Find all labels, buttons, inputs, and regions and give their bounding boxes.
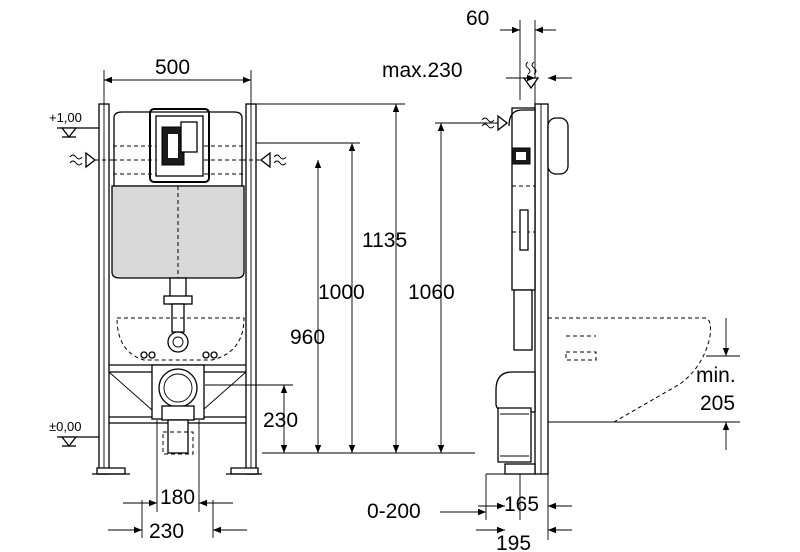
level-marker-top: +1,00 [49,110,99,139]
dim-min205-line1: min. [696,364,736,387]
dim-0-200-label: 0-200 [367,500,421,523]
dim-1000-label: 1000 [318,281,365,304]
dim-195-label: 195 [496,532,531,552]
dim-1135-label: 1135 [362,229,407,252]
side-drain-bend [495,371,536,463]
water-inlet-right-icon [242,151,287,169]
front-view: +1,00 ±0,00 500 [49,56,500,543]
dim-height-1000: 1000 [318,143,365,453]
mounting-bolts [140,351,218,359]
dim-width-230: 230 [108,500,247,543]
dim-max230-label: max.230 [382,59,463,82]
dim-max230: max.230 [382,59,572,82]
dim-1060-label: 1060 [408,281,455,304]
drain-outlet [151,364,205,455]
dim-min205: min. 205 [548,318,740,450]
dim-width-180: 180 [123,420,233,512]
dim-height-1060: 1060 [408,122,500,453]
wc-bowl-outline-front [116,317,245,361]
side-view: 60 max.230 min. 205 0-200 165 [367,7,740,552]
dim-height-960: 960 [290,160,325,453]
dim-60: 60 [466,7,556,34]
flush-pipe [163,277,193,353]
dim-height-230: 230 [263,385,298,453]
side-cistern [508,107,569,351]
dim-960-label: 960 [290,326,325,349]
flush-plate-opening [149,108,210,183]
dim-230-height-label: 230 [263,409,298,432]
dim-165-label: 165 [504,493,539,516]
water-inlet-left-icon [69,151,114,169]
dim-60-label: 60 [466,7,489,30]
dim-180-label: 180 [160,486,195,509]
dim-width-500: 500 [103,56,252,104]
level-floor-label: ±0,00 [49,419,81,434]
dim-195: 195 [476,526,572,552]
dim-0-200: 0-200 [367,474,487,523]
level-marker-floor: ±0,00 [49,419,99,448]
dim-height-1135: 1135 [362,104,407,453]
dim-min205-line2: 205 [700,392,735,415]
wc-bowl-outline-side [547,317,711,423]
dim-230-width-label: 230 [149,520,184,543]
side-frame [486,103,549,520]
level-top-label: +1,00 [49,110,82,125]
dim-500-label: 500 [155,56,190,79]
